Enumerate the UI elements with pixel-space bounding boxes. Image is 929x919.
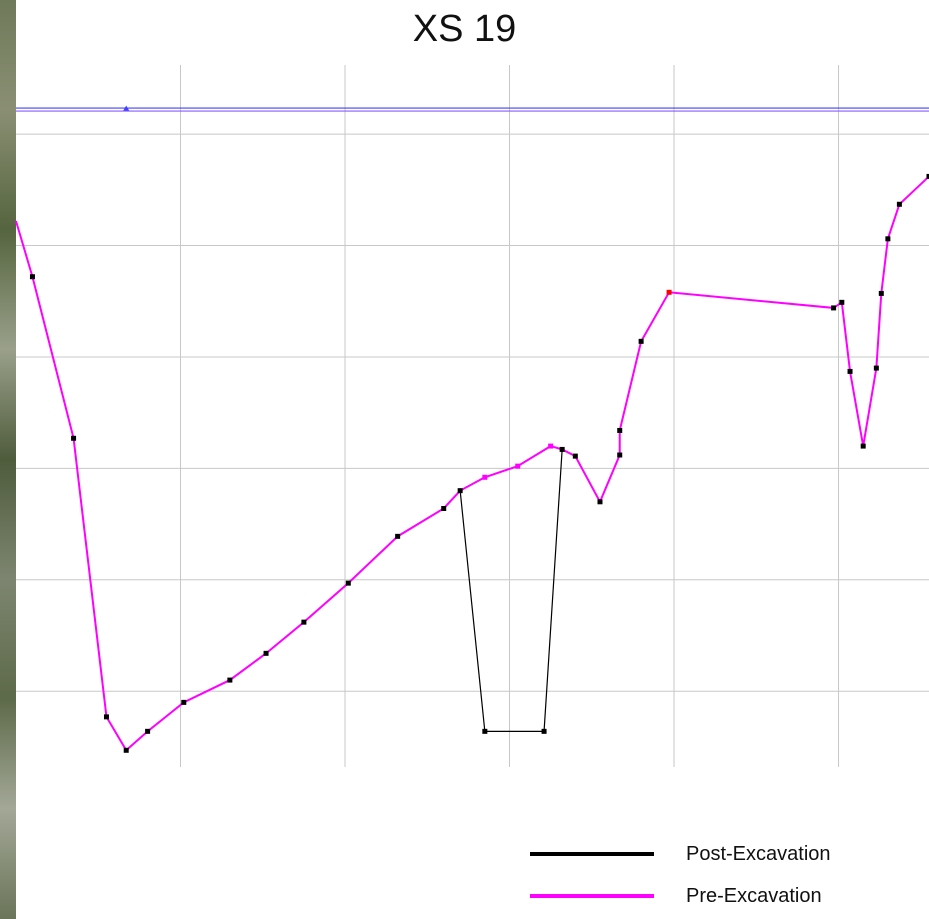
- point-pre-excavation-14: [482, 474, 488, 480]
- water-surface-marker: [123, 105, 130, 111]
- legend-item-post-excavation: Post-Excavation: [530, 840, 910, 870]
- point-post-excavation-4: [123, 747, 129, 753]
- point-post-excavation-28: [878, 290, 884, 296]
- point-post-excavation-17: [572, 453, 578, 459]
- point-post-excavation-22: [666, 289, 672, 295]
- point-pre-excavation-16: [548, 443, 554, 449]
- legend-swatch-post-excavation: [530, 852, 654, 856]
- point-post-excavation-31: [926, 173, 929, 179]
- point-post-excavation-13: [457, 488, 463, 494]
- point-post-excavation-16: [559, 446, 565, 452]
- point-post-excavation-18: [597, 499, 603, 505]
- point-post-excavation-19: [617, 452, 623, 458]
- point-post-excavation-8: [263, 650, 269, 656]
- point-post-excavation-3: [103, 714, 109, 720]
- point-post-excavation-6: [181, 699, 187, 705]
- point-post-excavation-9: [301, 619, 307, 625]
- chart-title: XS 19: [412, 8, 517, 50]
- legend-swatch-pre-excavation: [530, 894, 654, 898]
- series-line-pre-excavation: [15, 175, 929, 752]
- point-post-excavation-20: [617, 427, 623, 433]
- point-post-excavation-30: [896, 201, 902, 207]
- point-post-excavation-12: [441, 505, 447, 511]
- point-post-excavation-11: [395, 533, 401, 539]
- point-post-excavation-23: [831, 305, 837, 311]
- point-post-excavation-10: [345, 580, 351, 586]
- legend-label-post-excavation: Post-Excavation: [686, 843, 831, 865]
- point-post-excavation-25: [847, 368, 853, 374]
- series-line-post-excavation: [15, 175, 929, 752]
- point-post-excavation-21: [638, 338, 644, 344]
- point-post-excavation-14: [482, 728, 488, 734]
- aerial-photo-strip: [0, 0, 16, 919]
- point-post-excavation-27: [873, 365, 879, 371]
- point-post-excavation-1: [29, 274, 35, 280]
- legend-item-pre-excavation: Pre-Excavation: [530, 882, 910, 912]
- point-pre-excavation-15: [515, 463, 521, 469]
- point-post-excavation-5: [145, 728, 151, 734]
- point-post-excavation-29: [885, 236, 891, 242]
- point-post-excavation-7: [227, 677, 233, 683]
- legend-label-pre-excavation: Pre-Excavation: [686, 885, 822, 907]
- point-post-excavation-2: [71, 435, 77, 441]
- point-post-excavation-24: [839, 299, 845, 305]
- point-post-excavation-26: [860, 443, 866, 449]
- point-post-excavation-15: [541, 728, 547, 734]
